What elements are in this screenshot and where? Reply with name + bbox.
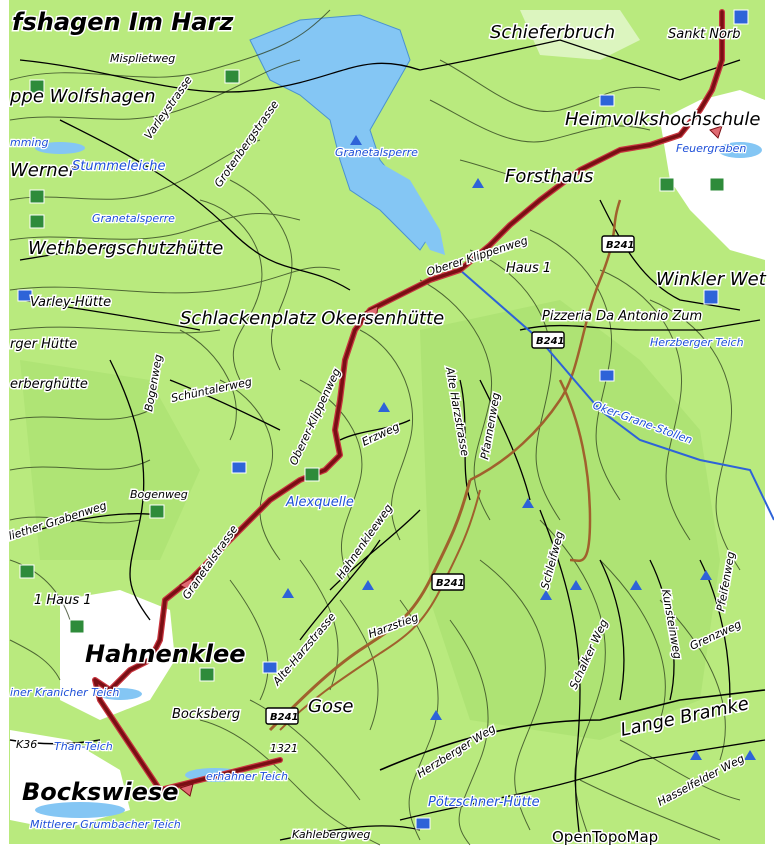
place-labels: fshagen Im Harz Schieferbruch Sankt Norb… — [8, 7, 769, 808]
place-label-wethberg: Wethbergschutzhütte — [28, 238, 223, 259]
roads — [9, 39, 766, 841]
map-attribution: OpenTopoMap — [552, 828, 658, 846]
info-icon — [703, 289, 719, 305]
shelter-icon — [29, 214, 45, 229]
shelter-icon — [69, 619, 85, 634]
place-label-wolfshagen-south: ppe Wolfshagen — [9, 86, 156, 107]
place-label-gose: Gose — [308, 696, 353, 717]
road-shield-b241: B241 — [601, 235, 635, 253]
camera-icon — [262, 661, 278, 674]
route-direction-arrows — [178, 125, 723, 797]
hiking-route — [92, 9, 725, 793]
place-label-schlackenplatz: Schlackenplatz Okersenhütte — [180, 308, 444, 329]
shelter-icon — [149, 504, 165, 519]
water-label-stummeleiche: Stummeleiche — [72, 159, 166, 174]
water-label-oberer-hahner-teich: erhahner Teich — [206, 770, 288, 783]
map-frame-left — [0, 0, 9, 850]
place-label-werner: Werner — [10, 160, 78, 181]
camera-icon — [231, 461, 247, 474]
water-label-granetalsperre-n: Granetalsperre — [335, 146, 418, 159]
highway-b241 — [268, 479, 472, 732]
place-label-misplietweg: Misplietweg — [110, 52, 175, 65]
shelter-icon — [659, 177, 675, 192]
shelter-icon — [19, 564, 35, 579]
hut-icon — [29, 79, 45, 94]
reservoir-strip — [375, 160, 445, 255]
camera-icon — [599, 94, 615, 107]
svg-text:B241: B241 — [270, 712, 299, 723]
shelter-icon — [304, 467, 320, 482]
pond — [35, 142, 85, 154]
map-frame-bottom — [0, 844, 774, 850]
camera-icon — [599, 369, 615, 382]
shelter-icon — [199, 667, 215, 682]
elevation-label-321: 1321 — [270, 742, 298, 755]
water-label-thanteich: Than-Teich — [54, 740, 113, 753]
place-label-bocksberg: Bocksberg — [172, 707, 240, 722]
water-label-herzberger-teich: Herzberger Teich — [650, 336, 744, 349]
svg-text:B241: B241 — [436, 578, 465, 589]
town-area-sankt-norbert — [660, 90, 765, 260]
road-label-bogenweg-s: Bogenweg — [130, 488, 188, 501]
camera-icon — [415, 817, 431, 830]
water-label-poetzschner: Pötzschner-Hütte — [428, 795, 540, 810]
highway-b241-south — [558, 379, 592, 562]
water-label-granetalsperre-w: Granetalsperre — [92, 212, 175, 225]
shelter-icon — [29, 189, 45, 204]
pond — [718, 142, 762, 158]
place-label-bockswiese: Bockswiese — [22, 778, 179, 806]
place-label-herzberger-huette: rger Hütte — [10, 337, 77, 352]
road-label-k36: K36 — [16, 738, 37, 751]
water-label-mittlerer-grumbacher: Mittlerer Grumbacher Teich — [30, 818, 181, 831]
road-label-kahlebergweg: Kahlebergweg — [292, 828, 370, 841]
road-shield-b241: B241 — [265, 707, 299, 725]
water-label-alexquelle: Alexquelle — [285, 495, 354, 510]
info-icon — [733, 9, 749, 25]
town-area-schieferbruch — [520, 10, 640, 60]
road-shield-b241: B241 — [531, 331, 565, 349]
hut-icon — [224, 69, 240, 84]
place-label-schieferbruch: Schieferbruch — [490, 22, 615, 43]
map-frame-right — [765, 0, 774, 850]
place-label-winkler: Winkler Wet — [656, 269, 767, 290]
place-label-forsthaus: Forsthaus — [505, 166, 593, 187]
place-label-sankt-norbert: Sankt Norb — [668, 27, 741, 42]
place-label-pizzeria: Pizzeria Da Antonio Zum — [542, 309, 702, 324]
water-label-feuergraben: Feuergraben — [676, 142, 746, 155]
road-shield-b241: B241 — [431, 573, 465, 591]
water-label-kranicher-teich: iner Kranicher Teich — [10, 686, 119, 699]
town-area-hahnenklee — [60, 590, 175, 720]
peak-markers — [282, 135, 756, 760]
contour-lines — [9, 9, 741, 846]
place-label-varley: Varley-Hütte — [30, 295, 111, 310]
shelter-icon — [709, 177, 725, 192]
place-label-ederberg: erberghütte — [10, 377, 88, 392]
place-label-heimvolkshochschule: Heimvolkshochschule — [565, 109, 761, 130]
place-label-haus1-west: 1 Haus 1 — [34, 593, 92, 608]
pond — [35, 802, 125, 818]
svg-text:B241: B241 — [536, 336, 565, 347]
camera-icon — [17, 289, 33, 302]
highway-b241 — [279, 489, 481, 731]
water-label-mming: mming — [10, 136, 48, 149]
svg-text:B241: B241 — [606, 240, 635, 251]
place-label-haus1-east: Haus 1 — [506, 261, 551, 276]
poi-icons — [17, 9, 749, 830]
place-label-hahnenklee: Hahnenklee — [85, 640, 246, 668]
place-label-wolfshagen: fshagen Im Harz — [12, 8, 234, 36]
